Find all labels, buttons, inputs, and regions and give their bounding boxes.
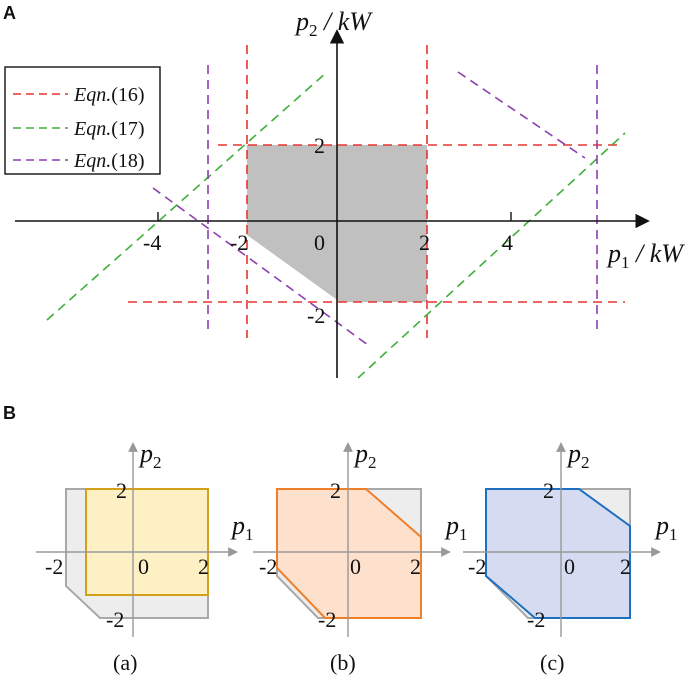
tick-0-b: 0: [350, 554, 361, 579]
panel-b-letter: B: [3, 403, 16, 423]
eqn18-lines: [152, 65, 598, 346]
y-tick-2: 2: [314, 133, 325, 158]
y-axis-title-a: p2 / kW: [294, 7, 373, 40]
caption-b: (b): [330, 650, 356, 675]
legend-item-eqn18: Eqn.(18): [73, 150, 145, 172]
p2-label-a: p2: [138, 439, 162, 472]
subpanel-a: -2 0 2 2 -2 p2 p1 (a): [36, 439, 254, 675]
p2-label-b: p2: [353, 439, 377, 472]
region-a: [85, 488, 209, 596]
x-axis-title-a: p1 / kW: [606, 239, 685, 272]
tick-neg2-x-a: -2: [45, 554, 63, 579]
subpanel-b: -2 0 2 2 -2 p2 p1 (b): [253, 439, 468, 675]
region-b: [276, 488, 422, 619]
tick-2-x-a: 2: [198, 554, 209, 579]
panel-b: B -2 0 2 2 -2 p2 p1 (a) -2 0 2 2 -2: [3, 403, 678, 675]
legend-item-eqn17: Eqn.(17): [73, 118, 145, 140]
x-tick-2: 2: [419, 230, 430, 255]
x-tick-neg4: -4: [143, 230, 161, 255]
subpanel-c: -2 0 2 2 -2 p2 p1 (c): [463, 439, 678, 675]
tick-neg2-x-c: -2: [468, 554, 486, 579]
panel-a-letter: A: [3, 3, 16, 23]
y-tick-neg2: -2: [307, 303, 325, 328]
eqn17-lines: [46, 71, 626, 379]
tick-neg2-y-b: -2: [318, 607, 336, 632]
tick-2-x-b: 2: [410, 554, 421, 579]
tick-2-y-b: 2: [330, 478, 341, 503]
p1-label-b: p1: [444, 511, 468, 544]
tick-2-x-c: 2: [620, 554, 631, 579]
tick-marks-a: [157, 212, 512, 221]
legend-item-eqn16: Eqn.(16): [73, 84, 145, 106]
tick-0-c: 0: [564, 554, 575, 579]
p2-label-c: p2: [566, 439, 590, 472]
region-c: [485, 488, 631, 619]
tick-neg2-x-b: -2: [259, 554, 277, 579]
tick-neg2-y-a: -2: [106, 607, 124, 632]
x-tick-0: 0: [314, 230, 325, 255]
eqn16-lines: [128, 45, 625, 338]
caption-c: (c): [540, 650, 564, 675]
x-tick-neg2: -2: [230, 230, 248, 255]
tick-2-y-a: 2: [116, 478, 127, 503]
x-tick-4: 4: [502, 230, 513, 255]
caption-a: (a): [113, 650, 137, 675]
tick-2-y-c: 2: [543, 478, 554, 503]
tick-0-a: 0: [138, 554, 149, 579]
p1-label-a: p1: [230, 511, 254, 544]
panel-a: A -4 -2: [3, 3, 685, 379]
p1-label-c: p1: [654, 511, 678, 544]
legend-a: Eqn.(16) Eqn.(17) Eqn.(18): [4, 66, 161, 175]
tick-neg2-y-c: -2: [527, 607, 545, 632]
